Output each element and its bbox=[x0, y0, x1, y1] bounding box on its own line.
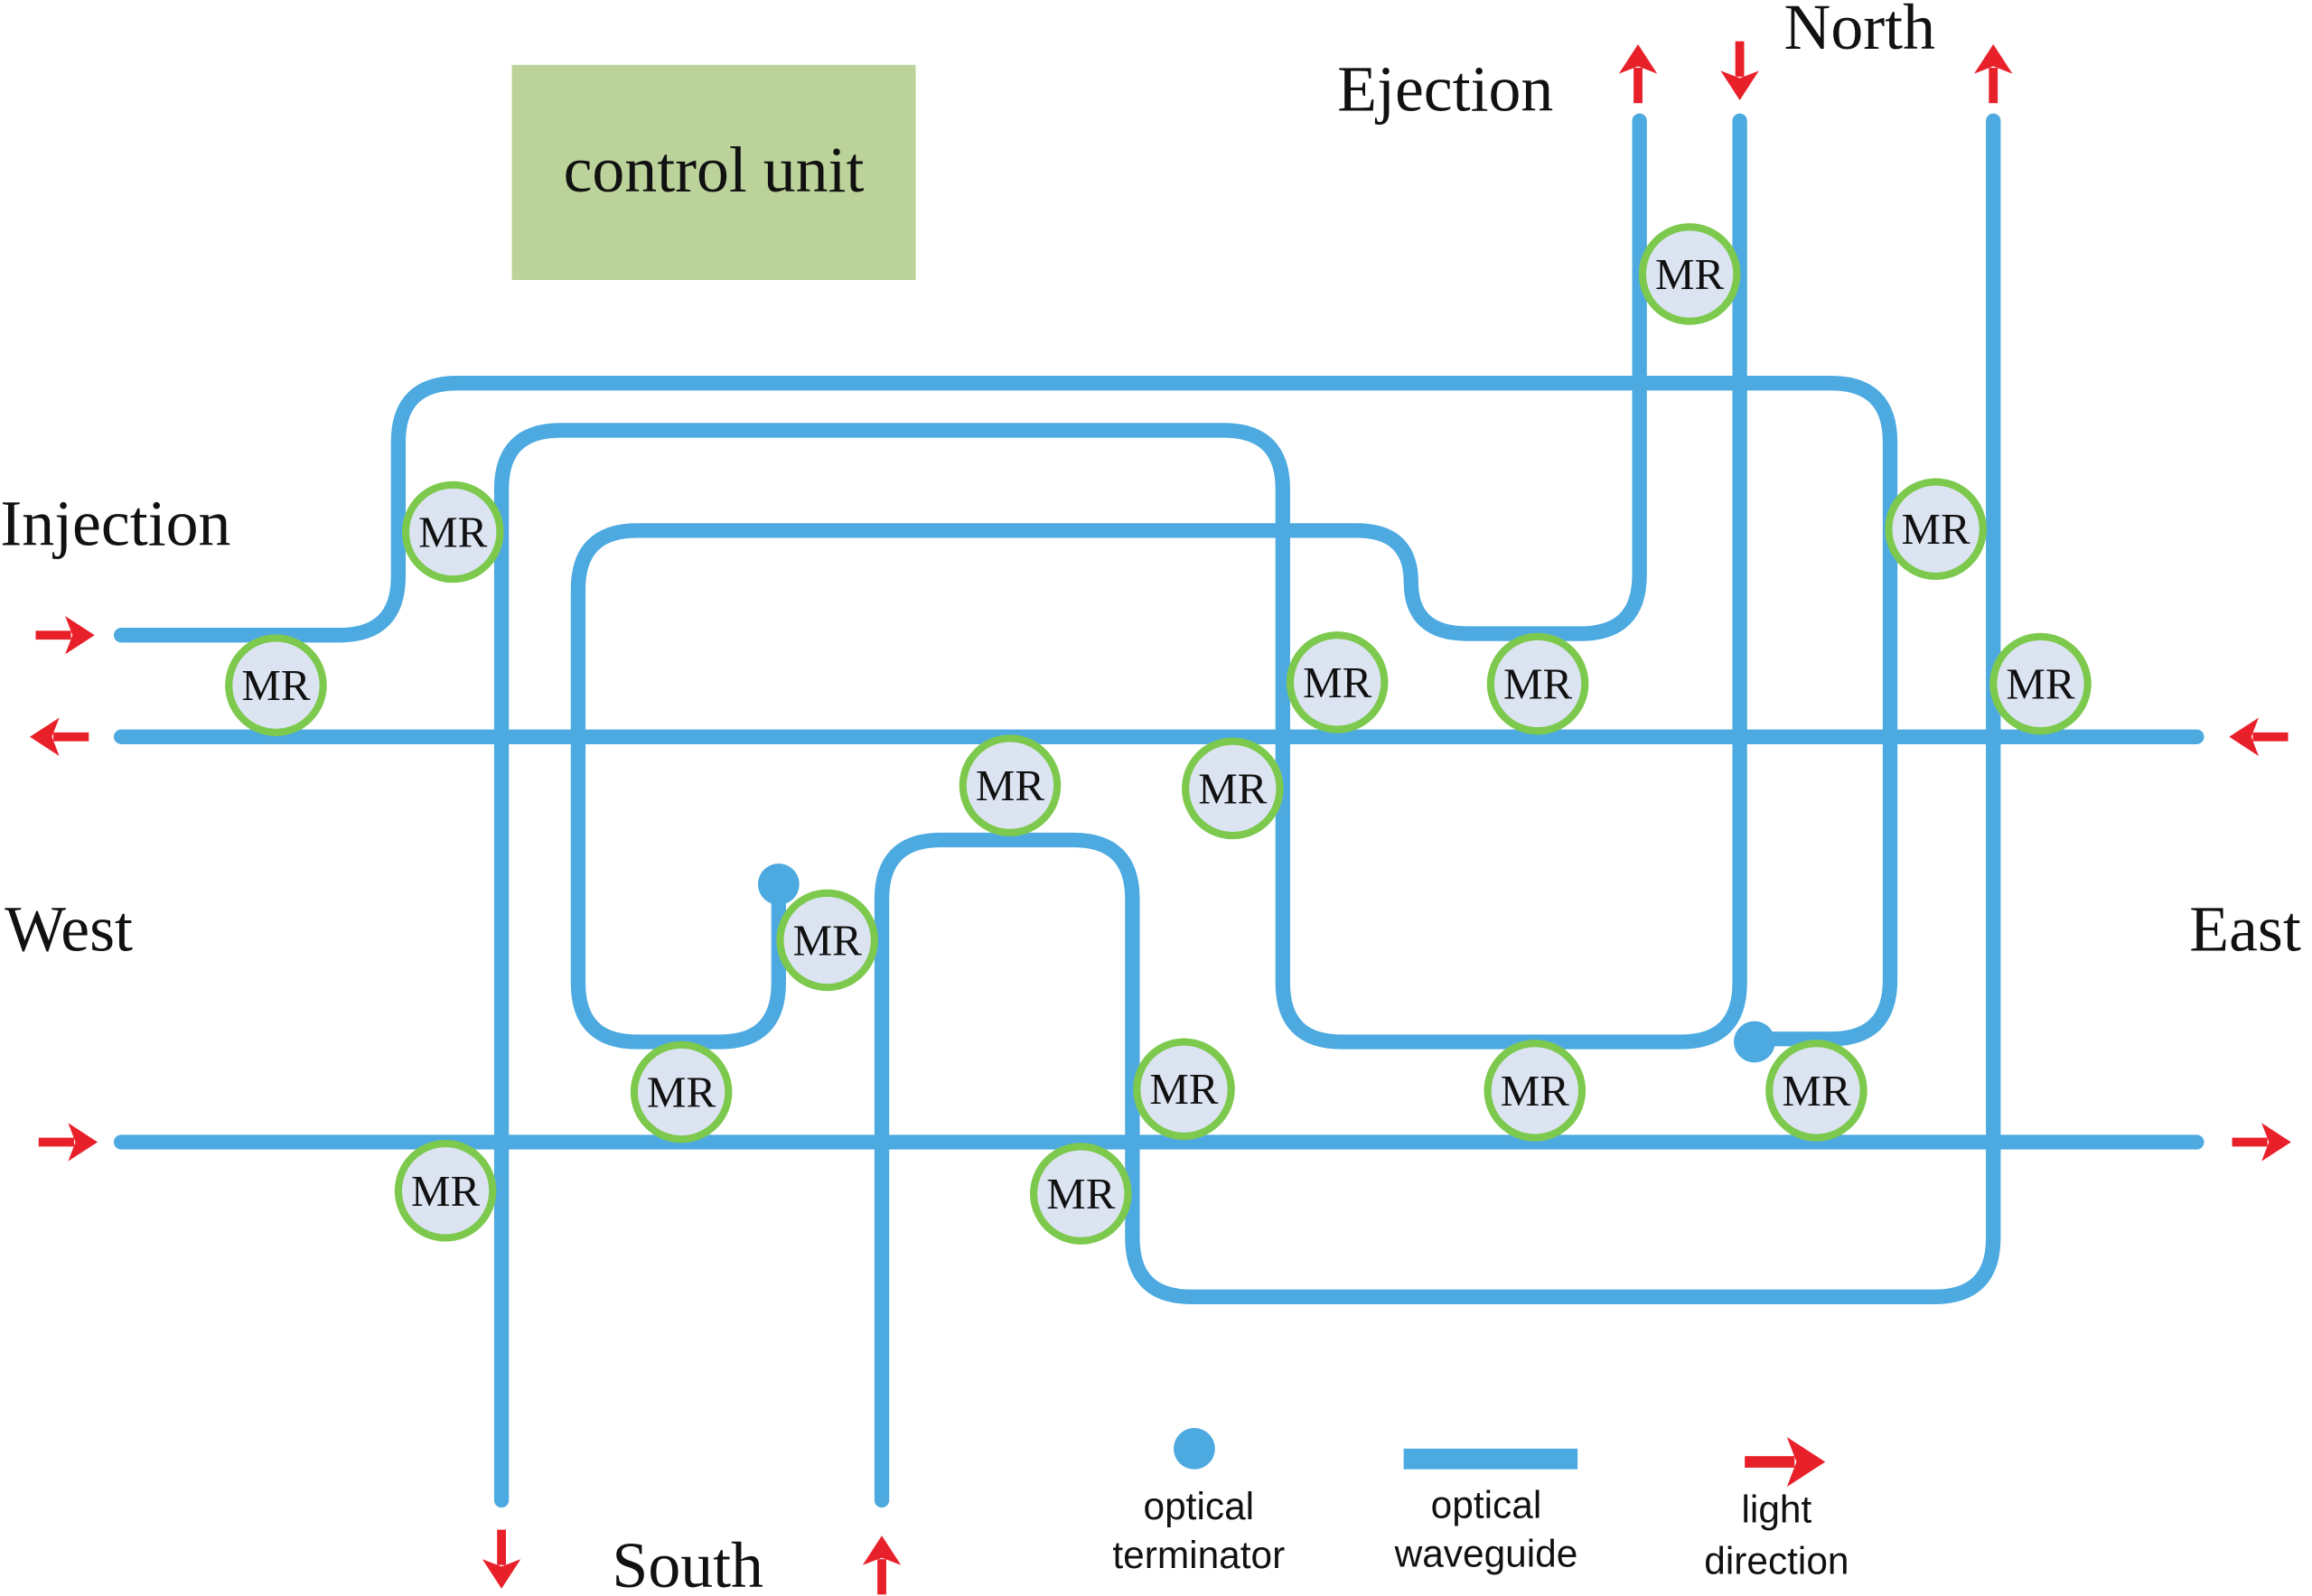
svg-text:MR: MR bbox=[976, 761, 1045, 810]
waveguide-south-output-loop bbox=[493, 113, 1747, 1508]
microring: MR bbox=[959, 734, 1062, 836]
svg-text:MR: MR bbox=[1782, 1066, 1851, 1115]
arrow-left-icon bbox=[29, 717, 89, 756]
arrow-right-icon bbox=[35, 616, 95, 655]
microring: MR bbox=[394, 1140, 497, 1242]
svg-text:MR: MR bbox=[241, 660, 311, 710]
microring: MR bbox=[1638, 223, 1741, 325]
svg-text:MR: MR bbox=[1303, 658, 1372, 707]
microring: MR bbox=[1486, 632, 1589, 735]
microring: MR bbox=[1030, 1143, 1132, 1245]
legend-waveguide-icon bbox=[1403, 1448, 1578, 1470]
svg-text:MR: MR bbox=[647, 1068, 716, 1117]
optical-terminator bbox=[757, 863, 800, 905]
arrow-up-icon bbox=[1974, 43, 2013, 104]
optical-terminator bbox=[1734, 1021, 1775, 1063]
legend-terminator-icon bbox=[1174, 1428, 1215, 1470]
svg-text:MR: MR bbox=[418, 508, 488, 557]
svg-text:MR: MR bbox=[1198, 763, 1268, 813]
label-ejection: Ejection bbox=[1337, 52, 1553, 125]
arrow-right-icon bbox=[38, 1123, 98, 1162]
arrow-up-icon bbox=[1618, 43, 1658, 104]
label-west: West bbox=[5, 892, 133, 965]
legend-direction-label: light bbox=[1741, 1488, 1811, 1530]
microring: MR bbox=[630, 1041, 733, 1143]
label-north: North bbox=[1784, 0, 1935, 63]
microring: MR bbox=[1133, 1038, 1235, 1141]
legend-terminator-label: optical bbox=[1144, 1485, 1255, 1527]
waveguide-south-input-loop bbox=[874, 113, 2001, 1508]
legend-waveguide-label: waveguide bbox=[1394, 1532, 1578, 1574]
legend-arrow-icon bbox=[1745, 1436, 1826, 1488]
waveguide-injection-loop bbox=[113, 376, 1898, 1047]
microring: MR bbox=[1989, 632, 2092, 735]
control-unit-box bbox=[511, 64, 916, 280]
microring: MR bbox=[776, 889, 878, 992]
arrow-down-icon bbox=[482, 1529, 521, 1589]
svg-text:MR: MR bbox=[1902, 504, 1971, 554]
arrow-up-icon bbox=[862, 1535, 902, 1595]
label-injection: Injection bbox=[0, 488, 230, 560]
microring: MR bbox=[1182, 737, 1284, 840]
label-south: South bbox=[612, 1529, 763, 1596]
microring: MR bbox=[1484, 1040, 1587, 1142]
svg-text:MR: MR bbox=[1655, 249, 1725, 299]
arrow-left-icon bbox=[2229, 717, 2289, 756]
legend-terminator-label: terminator bbox=[1112, 1534, 1285, 1576]
svg-text:MR: MR bbox=[1501, 1066, 1570, 1115]
arrow-right-icon bbox=[2232, 1123, 2291, 1162]
control-unit-label: control unit bbox=[564, 134, 865, 206]
legend-waveguide-label: optical bbox=[1431, 1484, 1542, 1526]
legend-direction-label: direction bbox=[1704, 1540, 1849, 1582]
label-east: East bbox=[2189, 892, 2301, 965]
microring: MR bbox=[1885, 478, 1987, 581]
svg-text:MR: MR bbox=[793, 915, 863, 965]
microring: MR bbox=[225, 634, 327, 736]
legend: optical terminator optical waveguide lig… bbox=[1112, 1428, 1849, 1582]
waveguide-ejection-loop bbox=[570, 113, 1647, 1050]
svg-text:MR: MR bbox=[1149, 1064, 1219, 1114]
svg-text:MR: MR bbox=[2006, 659, 2075, 709]
microring: MR bbox=[1765, 1040, 1867, 1142]
microring: MR bbox=[1286, 631, 1389, 733]
microring: MR bbox=[401, 481, 504, 583]
svg-text:MR: MR bbox=[411, 1166, 481, 1216]
svg-text:MR: MR bbox=[1046, 1169, 1116, 1218]
svg-text:MR: MR bbox=[1503, 659, 1573, 709]
arrow-down-icon bbox=[1720, 41, 1759, 100]
